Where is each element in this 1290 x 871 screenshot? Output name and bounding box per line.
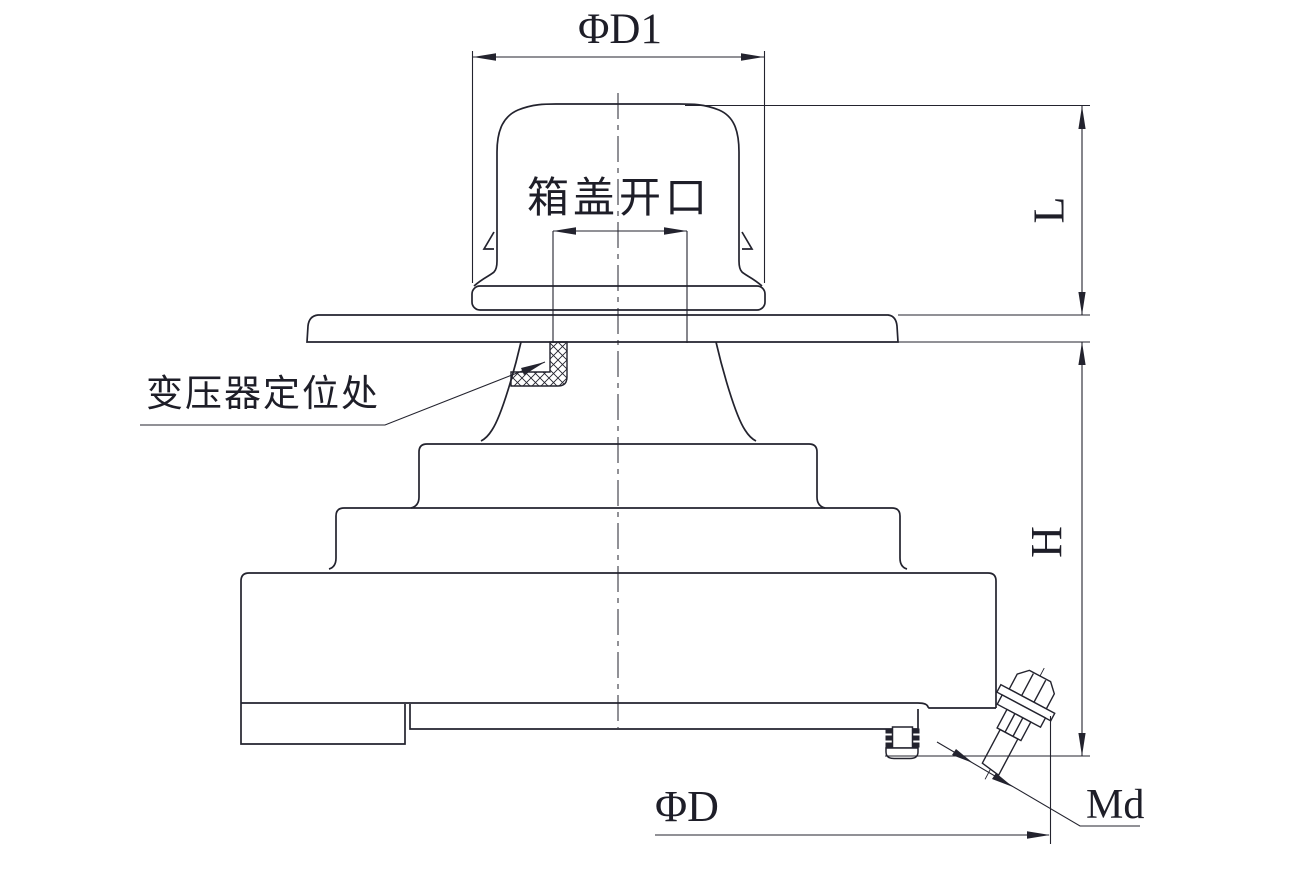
recessed-bottom-plate [409,704,919,730]
label-cap-height: L [1024,196,1074,224]
cap-left-tab [482,231,495,250]
cap-right-tab [741,231,754,250]
top-cap [471,103,766,311]
stud-cap [885,747,919,760]
leader-md [936,741,1140,827]
base [240,703,919,745]
cap-flange [471,285,766,311]
label-transformer-positioning: 变压器定位处 [146,374,380,415]
tier-3 [240,572,997,708]
tier-1 [410,443,826,509]
label-base-diameter: ΦD [655,782,719,831]
dimension-lines [140,51,1140,844]
leader-positioning [140,361,546,426]
label-cover-opening: 箱盖开口 [527,176,712,222]
label-bolt-thread: Md [1086,782,1145,828]
mounting-plate [306,314,899,343]
tier-2 [328,507,908,570]
left-foot [240,703,406,745]
body-bottom-edge [241,702,996,709]
label-body-height: H [1021,526,1071,558]
clamp-bolt [981,667,1056,780]
threaded-stud [885,726,920,760]
dimension-arrowheads [473,53,1086,839]
label-top-diameter: ΦD1 [578,6,662,53]
bolt-shank [981,728,1019,777]
thread-serrations [885,728,920,748]
stepped-body [240,443,997,709]
funnel-neck [480,341,757,442]
positioning-gasket [510,341,568,387]
